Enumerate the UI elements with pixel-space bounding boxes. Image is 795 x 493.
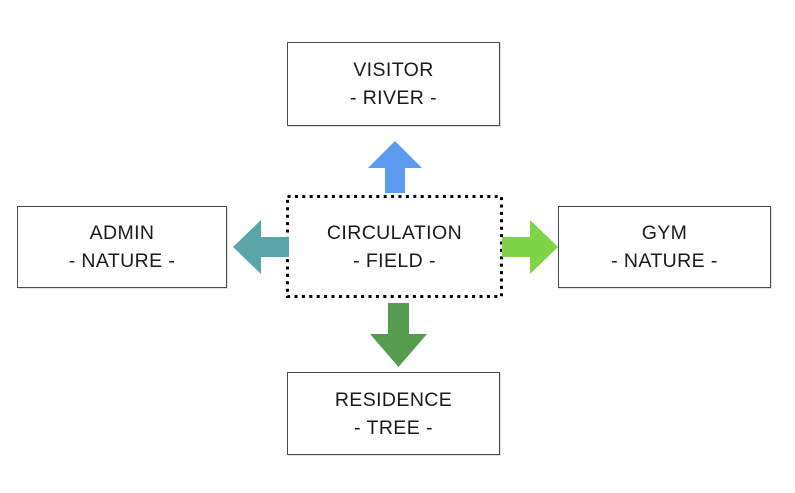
arrow-right-icon — [502, 220, 558, 274]
node-visitor: VISITOR - RIVER - — [287, 42, 500, 126]
node-gym-label: GYM — [641, 222, 688, 244]
node-admin-sublabel: - NATURE - — [68, 250, 176, 272]
node-visitor-label: VISITOR — [353, 59, 434, 81]
node-visitor-sublabel: - RIVER - — [349, 87, 438, 109]
arrow-down-icon — [370, 303, 427, 367]
node-admin: ADMIN - NATURE - — [17, 206, 227, 288]
node-circulation-sublabel: - FIELD - — [353, 249, 436, 272]
arrow-up-icon — [368, 141, 422, 193]
node-gym-sublabel: - NATURE - — [611, 250, 718, 272]
arrow-left-icon — [233, 220, 289, 274]
node-circulation: CIRCULATION - FIELD - — [286, 195, 503, 298]
node-gym: GYM - NATURE - — [558, 206, 771, 288]
node-circulation-label: CIRCULATION — [326, 221, 463, 244]
node-residence-sublabel: - TREE - — [354, 416, 433, 439]
node-residence: RESIDENCE - TREE - — [287, 372, 500, 455]
node-admin-label: ADMIN — [89, 222, 155, 244]
node-residence-label: RESIDENCE — [334, 388, 453, 411]
